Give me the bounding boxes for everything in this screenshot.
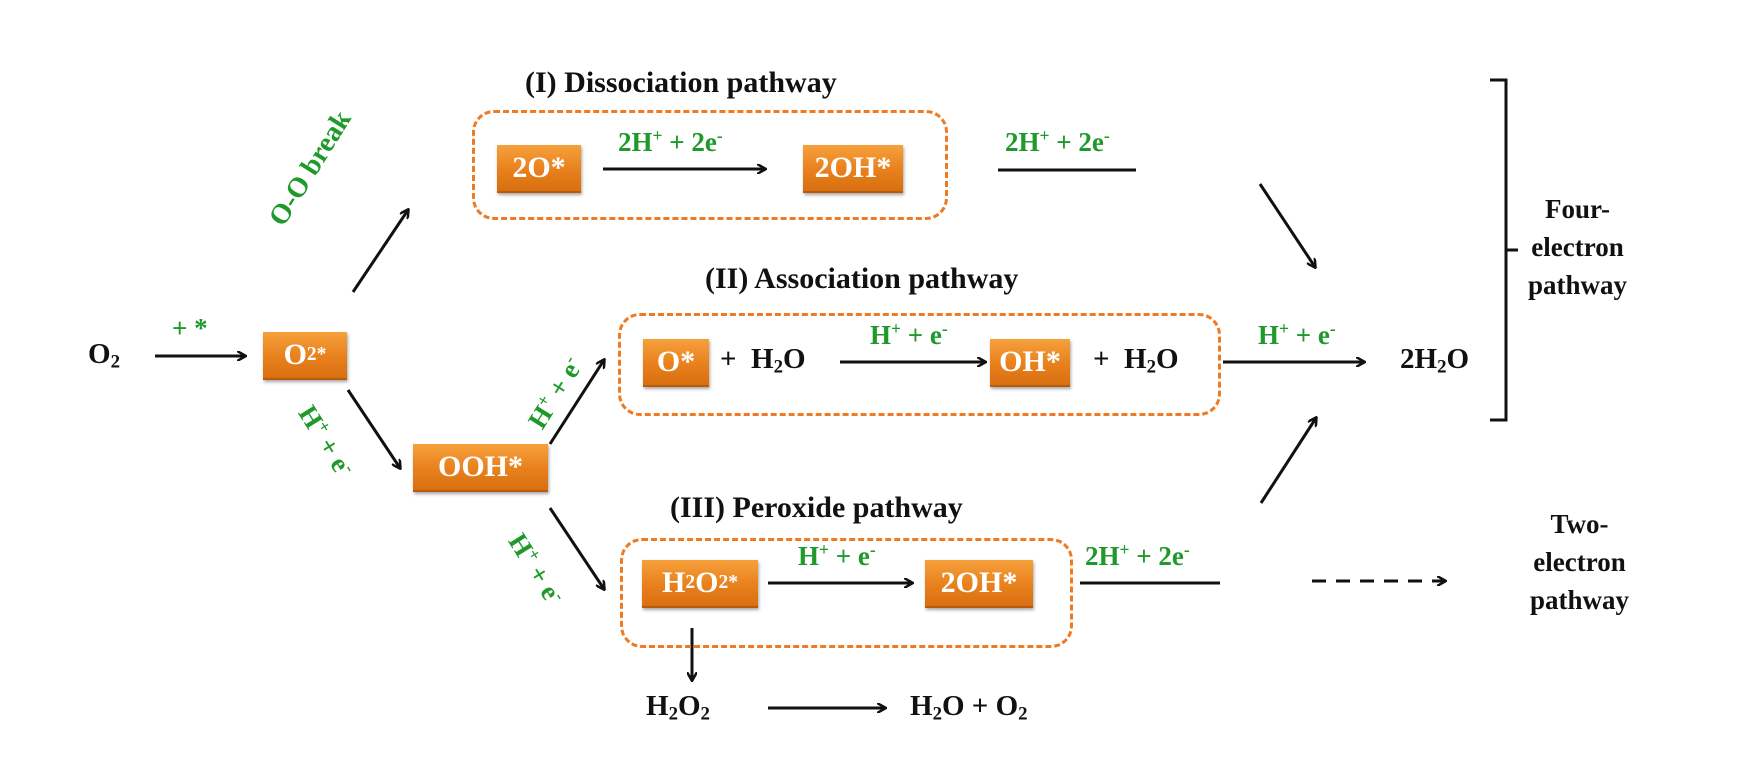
arrow-peroxide-to-h2o — [1259, 418, 1316, 504]
pathway-title-peroxide: (III) Peroxide pathway — [670, 491, 963, 524]
box-oh-star: OH* — [990, 339, 1070, 387]
box-o-star: O* — [643, 339, 709, 387]
text-plus-h2o-1: + H2O — [720, 343, 806, 378]
arrow-o2star-to-ooh — [346, 389, 400, 468]
pathway-title-dissociation: (I) Dissociation pathway — [525, 66, 837, 99]
arrow-ooh-to-association — [548, 360, 604, 445]
label-four-electron-pathway: Four- electron pathway — [1528, 194, 1628, 300]
box-2o-star: 2O* — [497, 145, 581, 193]
label-h-e-association-outer: H+ + e- — [1258, 318, 1336, 350]
label-two-electron-pathway: Two- electron pathway — [1530, 509, 1630, 615]
pathway-title-association: (II) Association pathway — [705, 262, 1019, 295]
arrow-o2star-to-dissociation — [351, 210, 408, 293]
text-plus-h2o-2: + H2O — [1093, 343, 1179, 378]
box-ooh-star: OOH* — [413, 444, 548, 492]
label-2h-2e-peroxide-outer: 2H+ + 2e- — [1085, 539, 1190, 571]
species-2h2o: 2H2O — [1400, 343, 1470, 378]
arrow-ooh-to-peroxide — [548, 507, 604, 589]
label-2h-2e-dissociation-outer: 2H+ + 2e- — [1005, 125, 1110, 157]
box-2oh-star-peroxide: 2OH* — [925, 560, 1033, 608]
label-h-e-peroxide-inner: H+ + e- — [798, 539, 876, 571]
peroxide-group — [620, 538, 1073, 648]
association-group — [618, 313, 1221, 416]
dissociation-group — [472, 110, 948, 220]
species-h2o2: H2O2 — [646, 690, 710, 725]
bracket-four-electron — [1490, 78, 1518, 422]
label-2h-2e-dissociation-inner: 2H+ + 2e- — [618, 125, 723, 157]
box-2oh-star-dissociation: 2OH* — [803, 145, 903, 193]
label-h-e-association-inner: H+ + e- — [870, 318, 948, 350]
arrow-dissociation-to-h2o — [1258, 183, 1315, 267]
label-plus-star: + * — [172, 313, 208, 343]
species-h2o-plus-o2: H2O + O2 — [910, 690, 1028, 725]
species-o2: O2 — [88, 338, 120, 373]
